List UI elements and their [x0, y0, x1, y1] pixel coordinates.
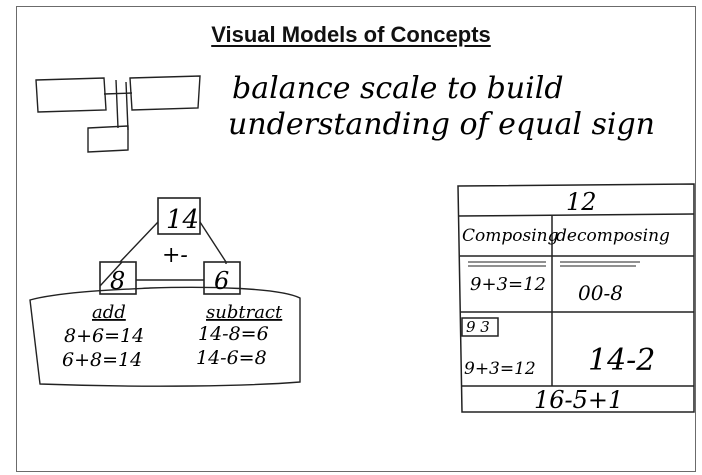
subtract-equation-2: 14-6=8: [196, 347, 267, 369]
subtract-label: subtract: [206, 302, 283, 323]
add-label: add: [92, 302, 126, 323]
part-right-value: 6: [214, 267, 229, 295]
balance-note-line2: understanding of equal sign: [228, 107, 655, 142]
table-header: 12: [566, 188, 597, 216]
table-col-decomposing: decomposing: [556, 226, 670, 246]
add-equation-2: 6+8=14: [62, 349, 142, 371]
whole-box: [157, 197, 201, 235]
compose-table: [457, 183, 695, 413]
balance-note-line1: balance scale to build: [232, 71, 564, 106]
whole-value: 14: [166, 205, 199, 235]
add-equation-1: 8+6=14: [64, 325, 144, 347]
bond-operators: +-: [162, 243, 188, 268]
table-r1c1: 9+3=12: [470, 274, 546, 295]
slide-title: Visual Models of Concepts: [211, 22, 491, 47]
table-r2c1-bottom: 9+3=12: [464, 359, 536, 379]
balance-scale-sketch: [35, 75, 201, 153]
slide-frame: [16, 6, 696, 472]
part-left-value: 8: [110, 267, 125, 295]
subtract-equation-1: 14-8=6: [198, 323, 269, 345]
table-r2c1-top: 9 3: [466, 318, 490, 336]
table-col-composing: Composing: [462, 226, 559, 246]
table-r2c2: 14-2: [588, 343, 655, 378]
number-bond: 14 +- 8 6 add subtract 8+6=14 6+8=14 14-…: [29, 197, 301, 387]
part-right-box: [203, 261, 241, 295]
part-left-box: [99, 261, 137, 295]
table-footer: 16-5+1: [534, 386, 623, 414]
table-r1c2: 00-8: [578, 281, 623, 305]
